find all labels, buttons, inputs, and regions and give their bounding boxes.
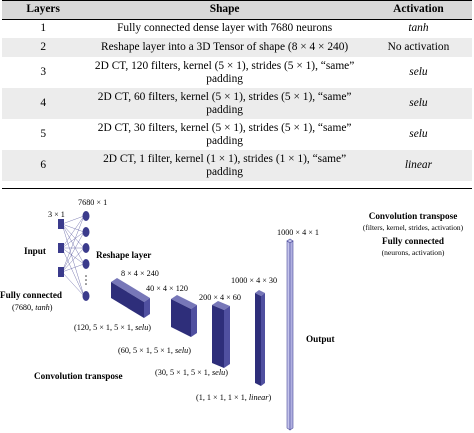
table-row: 5 2D CT, 30 filters, kernel (5 × 1), str… <box>2 119 472 150</box>
cell-shape: 2D CT, 120 filters, kernel (5 × 1), stri… <box>94 59 355 85</box>
label-ct-params-4: (1, 1 × 1, 1 × 1, linear) <box>196 393 271 402</box>
cell-shape: Reshape layer into a 3D Tensor of shape … <box>101 41 349 53</box>
table-header-rule <box>2 19 472 20</box>
tensor-block-1000x4x30 <box>255 290 265 386</box>
label-shape-8x4x240: 8 × 4 × 240 <box>121 269 159 278</box>
output-block-1000x4x1 <box>286 238 294 431</box>
legend-fc-sub: (neurons, activation) <box>382 248 445 257</box>
cell-activation: linear <box>404 159 433 171</box>
cell-activation: No activation <box>387 41 450 53</box>
dense-node <box>82 259 90 269</box>
label-ct-params-1: (120, 5 × 1, 5 × 1, selu) <box>74 323 151 332</box>
cell-shape: 2D CT, 30 filters, kernel (5 × 1), strid… <box>97 121 352 147</box>
table-row: 3 2D CT, 120 filters, kernel (5 × 1), st… <box>2 57 472 88</box>
label-conv-transpose: Convolution transpose <box>34 371 123 381</box>
legend-fc-title: Fully connected <box>382 236 444 246</box>
legend: Convolution transpose (filters, kernel, … <box>363 211 464 257</box>
cell-layer: 5 <box>40 128 47 140</box>
header-activation: Activation <box>393 3 444 15</box>
cell-layer: 3 <box>40 66 47 78</box>
tensor-block-40x4x120 <box>171 295 197 337</box>
table-row: 6 2D CT, 1 filter, kernel (1 × 1), strid… <box>2 150 472 181</box>
table-row: 2 Reshape layer into a 3D Tensor of shap… <box>2 38 472 57</box>
ellipsis-dots <box>85 275 87 285</box>
label-shape-1000x4x1: 1000 × 4 × 1 <box>277 228 319 237</box>
table-header-row: Layers Shape Activation <box>2 1 472 19</box>
label-7680x1: 7680 × 1 <box>78 198 107 207</box>
dense-nodes <box>82 211 90 301</box>
label-reshape: Reshape layer <box>96 250 151 260</box>
network-diagram: 3 × 1 7680 × 1 Input Reshape layer Fully… <box>0 198 464 431</box>
label-3x1: 3 × 1 <box>48 210 65 219</box>
architecture-table: Layers Shape Activation 1 Fully connecte… <box>2 1 472 181</box>
tensor-block-8x4x240 <box>111 278 150 318</box>
dense-node <box>82 243 90 253</box>
dense-node <box>82 227 90 237</box>
label-ct-params-2: (60, 5 × 1, 5 × 1, selu) <box>118 346 191 355</box>
cell-activation: selu <box>409 97 428 109</box>
cell-shape: 2D CT, 1 filter, kernel (1 × 1), strides… <box>103 152 347 178</box>
cell-layer: 6 <box>40 159 47 171</box>
label-input: Input <box>24 246 47 256</box>
input-node <box>58 243 64 253</box>
header-shape: Shape <box>209 3 240 15</box>
dense-node <box>82 291 90 301</box>
legend-ct-sub: (filters, kernel, strides, activation) <box>363 223 464 232</box>
cell-layer: 1 <box>40 22 47 34</box>
cell-activation: selu <box>409 128 428 140</box>
fc-connections <box>61 215 85 297</box>
cell-activation: selu <box>409 66 428 78</box>
cell-shape: Fully connected dense layer with 7680 ne… <box>117 22 333 34</box>
label-shape-200x4x60: 200 × 4 × 60 <box>199 293 241 302</box>
label-fully-connected: Fully connected <box>0 290 62 300</box>
cell-shape: 2D CT, 60 filters, kernel (5 × 1), strid… <box>97 90 352 116</box>
input-node <box>58 219 64 229</box>
legend-ct-title: Convolution transpose <box>369 211 458 221</box>
table-bottom-rule <box>2 188 472 190</box>
tensor-block-200x4x60 <box>212 301 230 368</box>
header-layers: Layers <box>26 3 60 15</box>
label-shape-1000x4x30: 1000 × 4 × 30 <box>231 276 277 285</box>
cell-layer: 2 <box>40 41 47 53</box>
cell-activation: tanh <box>408 22 429 34</box>
dense-node <box>82 211 90 221</box>
label-output: Output <box>306 334 336 344</box>
table-row: 4 2D CT, 60 filters, kernel (5 × 1), str… <box>2 88 472 119</box>
table-row: 1 Fully connected dense layer with 7680 … <box>2 19 472 38</box>
input-node <box>58 267 64 277</box>
cell-layer: 4 <box>40 97 47 109</box>
input-nodes <box>58 219 64 277</box>
label-fc-params: (7680, tanh) <box>12 303 53 312</box>
label-shape-40x4x120: 40 × 4 × 120 <box>146 284 188 293</box>
label-ct-params-3: (30, 5 × 1, 5 × 1, selu) <box>155 368 228 377</box>
table-top-rule <box>2 0 472 2</box>
